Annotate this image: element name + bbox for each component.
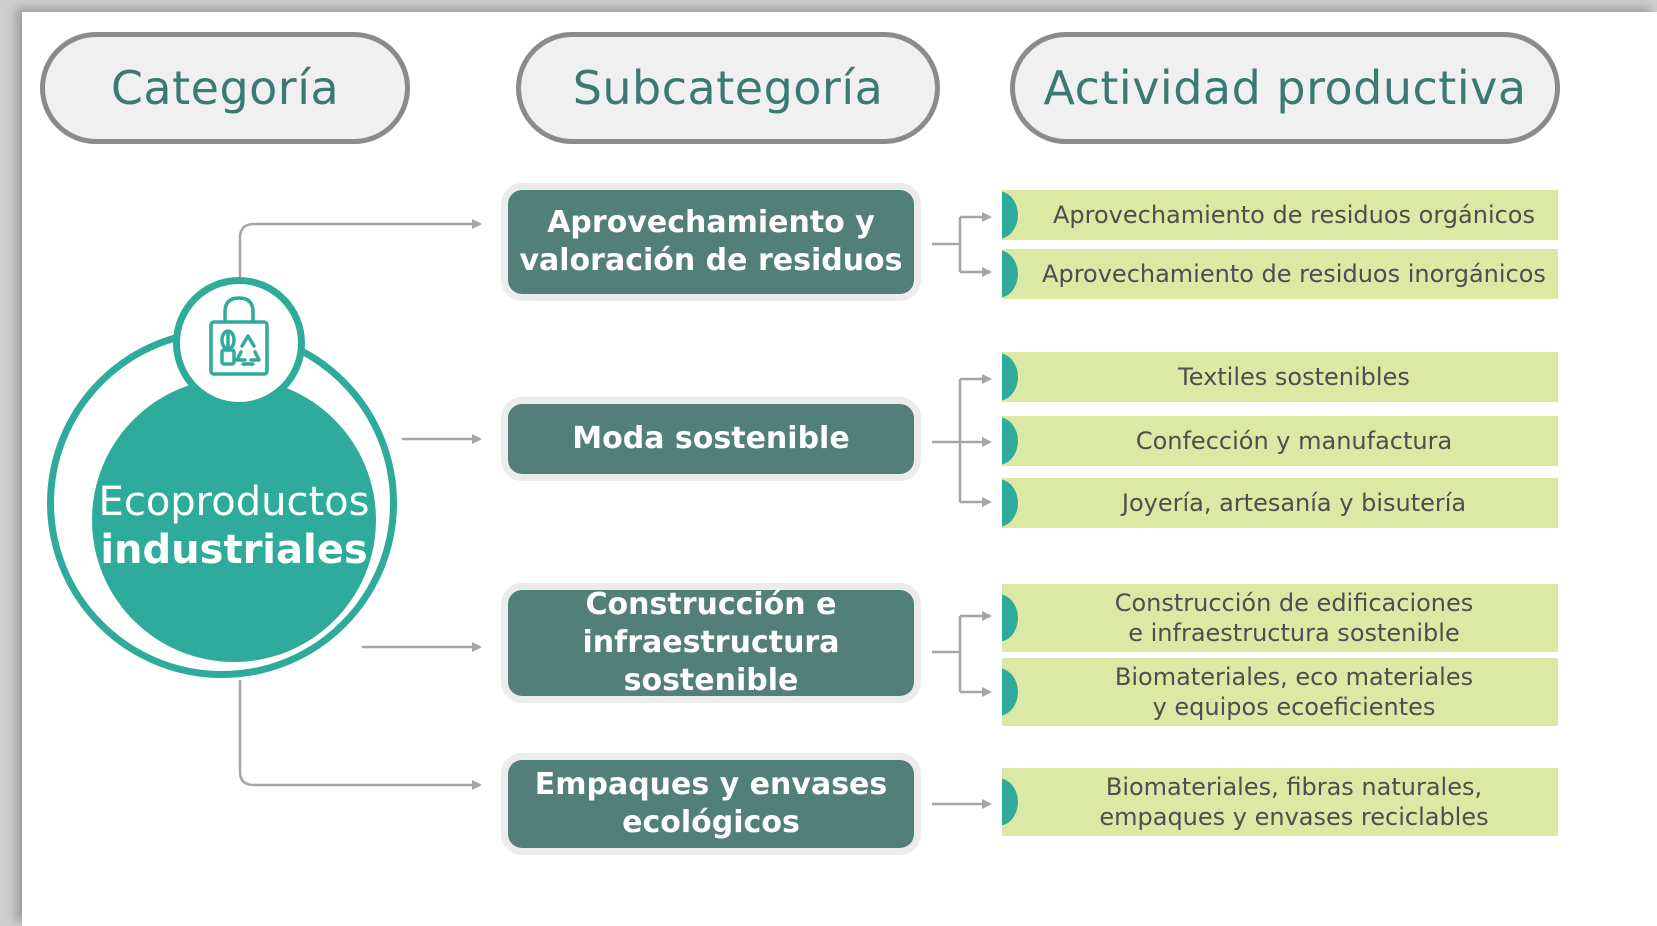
header-activity-label: Actividad productiva [1043, 61, 1527, 115]
activity-label: Joyería, artesanía y bisutería [1121, 489, 1467, 517]
subcategory-node-4: Empaques y envases ecológicos [508, 760, 914, 848]
activity-label: Confección y manufactura [1135, 427, 1453, 455]
diagram-canvas: Categoría Subcategoría Actividad product… [22, 12, 1657, 926]
activity-label: Biomateriales, eco materiales y equipos … [1114, 663, 1474, 721]
header-category: Categoría [40, 32, 410, 144]
category-node [92, 378, 376, 662]
activity-node-3-1: Construcción de edificaciones e infraest… [1002, 584, 1558, 652]
header-subcategory-label: Subcategoría [572, 61, 884, 115]
activity-node-1-1: Aprovechamiento de residuos orgánicos [1002, 190, 1558, 240]
activity-node-3-2: Biomateriales, eco materiales y equipos … [1002, 658, 1558, 726]
activity-node-2-1: Textiles sostenibles [1002, 352, 1558, 402]
activity-label: Textiles sostenibles [1178, 363, 1410, 391]
category-label-line1: Ecoproductos [98, 479, 370, 525]
activity-node-4-1: Biomateriales, fibras naturales, empaque… [1002, 768, 1558, 836]
category-label-line2: industriales [100, 527, 368, 573]
activity-label: Aprovechamiento de residuos inorgánicos [1042, 260, 1546, 288]
link-category-sub-1 [238, 219, 482, 294]
activity-label: Biomateriales, fibras naturales, empaque… [1099, 773, 1489, 831]
category-label: Ecoproductos industriales [92, 478, 376, 574]
recycle-bag-icon [180, 284, 298, 402]
connector-layer [238, 212, 992, 809]
subcategory-node-2: Moda sostenible [508, 404, 914, 474]
subcategory-node-1: Aprovechamiento y valoración de residuos [508, 190, 914, 294]
activity-label: Aprovechamiento de residuos orgánicos [1052, 201, 1535, 229]
activity-label: Construcción de edificaciones e infraest… [1114, 589, 1474, 647]
header-activity: Actividad productiva [1010, 32, 1560, 144]
subcategory-node-3: Construcción e infraestructura sostenibl… [508, 587, 914, 698]
header-category-label: Categoría [110, 61, 340, 115]
header-subcategory: Subcategoría [516, 32, 940, 144]
activity-node-1-2: Aprovechamiento de residuos inorgánicos [1002, 249, 1558, 299]
activity-node-2-2: Confección y manufactura [1002, 416, 1558, 466]
link-category-sub-4 [238, 680, 482, 790]
activity-node-2-3: Joyería, artesanía y bisutería [1002, 478, 1558, 528]
